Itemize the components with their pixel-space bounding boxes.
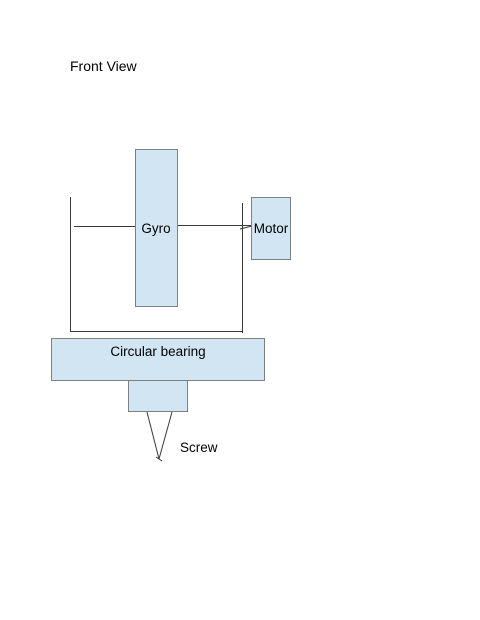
motor-label: Motor — [254, 221, 289, 236]
screw-right-line — [158, 411, 173, 460]
screw-label: Screw — [180, 440, 218, 455]
bearing-label: Circular bearing — [110, 344, 205, 359]
motor-link — [239, 225, 253, 230]
motor-block — [251, 197, 291, 260]
gyro-label: Gyro — [141, 221, 170, 236]
screw-tip-line — [155, 456, 163, 462]
screw-left-line — [146, 411, 160, 460]
diagram-title: Front View — [70, 58, 137, 74]
base-block — [128, 380, 188, 412]
gyro-block — [135, 149, 178, 307]
circular-bearing-block — [51, 338, 265, 381]
